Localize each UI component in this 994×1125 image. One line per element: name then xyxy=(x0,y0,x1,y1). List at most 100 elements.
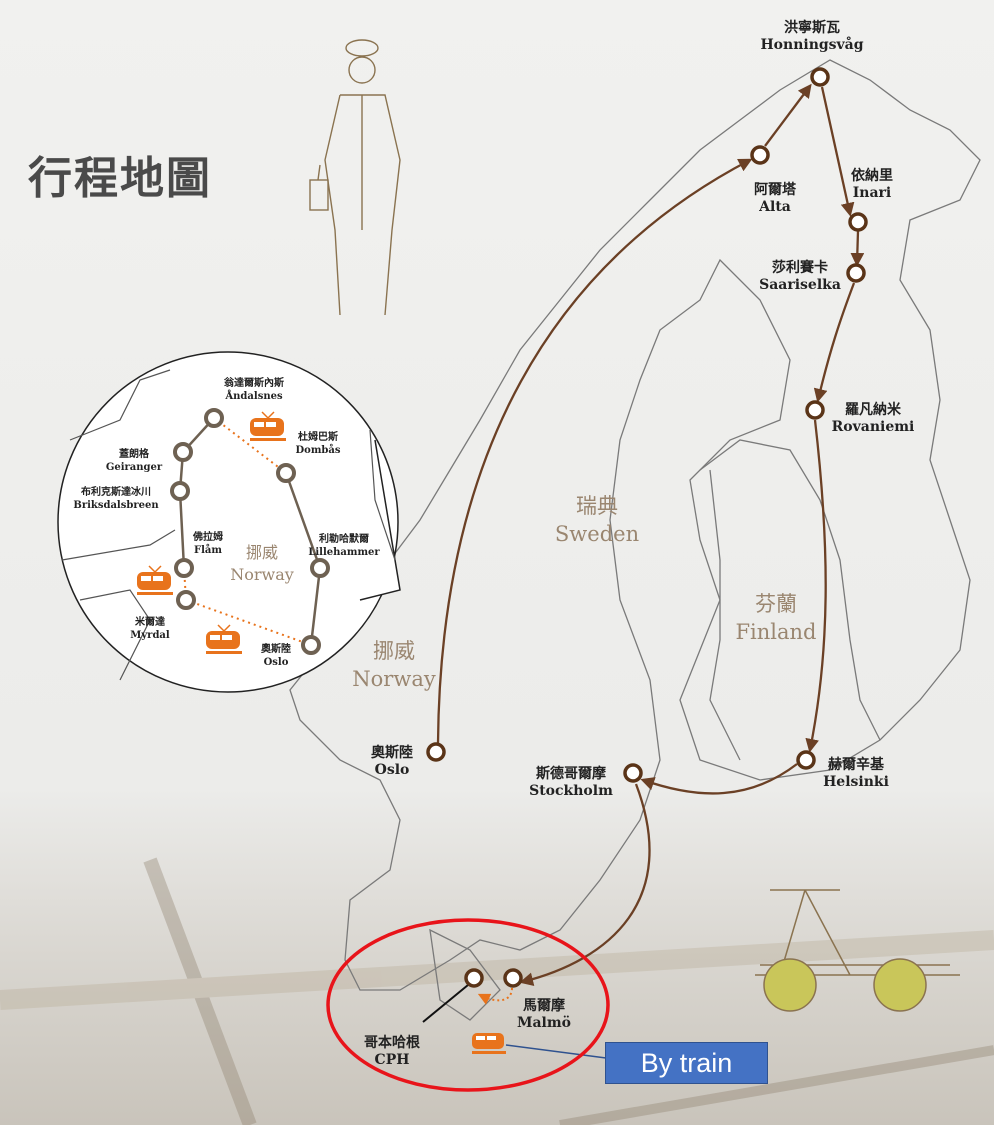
label-en: Oslo xyxy=(374,762,410,778)
inset-region-norway-zh: 挪威 xyxy=(245,543,278,562)
inset-stop-lillehammer[interactable] xyxy=(310,558,330,578)
region-sweden-en: Sweden xyxy=(554,522,640,546)
stop-malmo[interactable] xyxy=(503,968,523,988)
region-finland-zh: 芬蘭 xyxy=(755,592,797,616)
stop-oslo[interactable] xyxy=(426,742,446,762)
inset-label-myrdal: 米爾達 Myrdal xyxy=(130,616,169,642)
train-icon xyxy=(250,411,286,441)
label-en: Rovaniemi xyxy=(831,419,915,435)
region-sweden-zh: 瑞典 xyxy=(576,494,618,518)
handcar-illustration xyxy=(755,889,960,1012)
inset-label-oslo: 奧斯陸 Oslo xyxy=(261,643,291,669)
train-icon xyxy=(137,565,173,595)
conductor-illustration xyxy=(309,39,401,316)
label-en: Myrdal xyxy=(130,630,170,641)
region-sweden: 瑞典 Sweden xyxy=(555,492,639,548)
train-icon xyxy=(206,624,242,654)
region-finland: 芬蘭 Finland xyxy=(735,590,816,646)
stop-honningsvag[interactable] xyxy=(810,67,830,87)
scandinavia-coastline xyxy=(289,59,981,1021)
label-en: Åndalsnes xyxy=(225,391,283,402)
label-zh: 奧斯陸 xyxy=(261,644,291,655)
stop-alta[interactable] xyxy=(750,145,770,165)
inset-stop-briksdalsbreen[interactable] xyxy=(170,481,190,501)
inset-label-flam: 佛拉姆 Flåm xyxy=(193,531,223,557)
inset-label-briksdalsbreen: 布利克斯達冰川 Briksdalsbreen xyxy=(73,486,158,512)
rail-track-decor xyxy=(0,857,994,1125)
stop-helsinki[interactable] xyxy=(796,750,816,770)
label-zh: 依納里 xyxy=(851,168,893,184)
inset-stop-oslo[interactable] xyxy=(301,635,321,655)
region-norway: 挪威 Norway xyxy=(352,637,435,693)
label-zh: 佛拉姆 xyxy=(193,532,223,543)
label-en: Honningsvåg xyxy=(760,37,864,53)
label-en: Inari xyxy=(852,185,892,201)
stop-cph[interactable] xyxy=(464,968,484,988)
inset-region-norway-en: Norway xyxy=(230,565,294,584)
main-stops xyxy=(426,67,868,988)
page-title: 行程地圖 xyxy=(28,153,212,204)
train-route-malmo-cph xyxy=(477,987,513,1005)
label-en: Briksdalsbreen xyxy=(73,500,159,511)
inset-label-lillehammer: 利勒哈默爾 Lillehammer xyxy=(308,533,379,559)
label-zh: 布利克斯達冰川 xyxy=(80,487,151,498)
cph-leader-line xyxy=(422,984,469,1023)
stop-rovaniemi[interactable] xyxy=(805,400,825,420)
label-zh: 赫爾辛基 xyxy=(827,757,884,773)
label-zh: 哥本哈根 xyxy=(364,1035,420,1051)
label-en: Alta xyxy=(759,199,791,215)
label-zh: 斯德哥爾摩 xyxy=(535,766,606,782)
inset-stop-flam[interactable] xyxy=(174,558,194,578)
label-en: Stockholm xyxy=(529,783,613,799)
label-en: Flåm xyxy=(194,545,222,556)
inset-region-norway: 挪威 Norway xyxy=(230,542,294,586)
stop-inari[interactable] xyxy=(848,212,868,232)
main-route xyxy=(436,83,865,987)
inset-label-geiranger: 蓋朗格 Geiranger xyxy=(106,448,162,474)
norway-inset xyxy=(57,351,401,693)
label-en: Saariselka xyxy=(759,277,841,293)
callout-pointer xyxy=(505,1044,607,1059)
label-zh: 利勒哈默爾 xyxy=(319,534,369,545)
inset-stop-dombas[interactable] xyxy=(276,463,296,483)
label-zh: 翁達爾斯內斯 xyxy=(224,378,284,389)
label-en: CPH xyxy=(374,1052,410,1068)
inset-stop-myrdal[interactable] xyxy=(176,590,196,610)
label-en: Lillehammer xyxy=(308,547,380,558)
stop-saariselka[interactable] xyxy=(846,263,866,283)
label-en: Helsinki xyxy=(823,774,889,790)
region-finland-en: Finland xyxy=(735,620,817,644)
label-zh: 蓋朗格 xyxy=(119,449,149,460)
label-en: Oslo xyxy=(263,657,289,668)
inset-stop-andalsnes[interactable] xyxy=(204,408,224,428)
inset-label-andalsnes: 翁達爾斯內斯 Åndalsnes xyxy=(224,377,284,403)
label-en: Geiranger xyxy=(105,462,163,473)
region-norway-en: Norway xyxy=(352,667,436,691)
label-en: Dombås xyxy=(295,445,341,456)
label-zh: 馬爾摩 xyxy=(522,998,565,1014)
region-norway-zh: 挪威 xyxy=(372,639,415,663)
label-zh: 羅凡納米 xyxy=(845,402,901,418)
label-zh: 米爾達 xyxy=(134,617,165,628)
highlight-ellipse xyxy=(326,918,610,1092)
label-en: Malmö xyxy=(516,1015,572,1031)
stop-stockholm[interactable] xyxy=(623,763,643,783)
train-icon xyxy=(472,1033,506,1054)
label-zh: 洪寧斯瓦 xyxy=(784,20,840,36)
label-zh: 莎利賽卡 xyxy=(771,260,828,276)
inset-stop-geiranger[interactable] xyxy=(173,442,193,462)
by-train-callout: By train xyxy=(605,1042,768,1084)
label-zh: 奧斯陸 xyxy=(371,745,413,761)
